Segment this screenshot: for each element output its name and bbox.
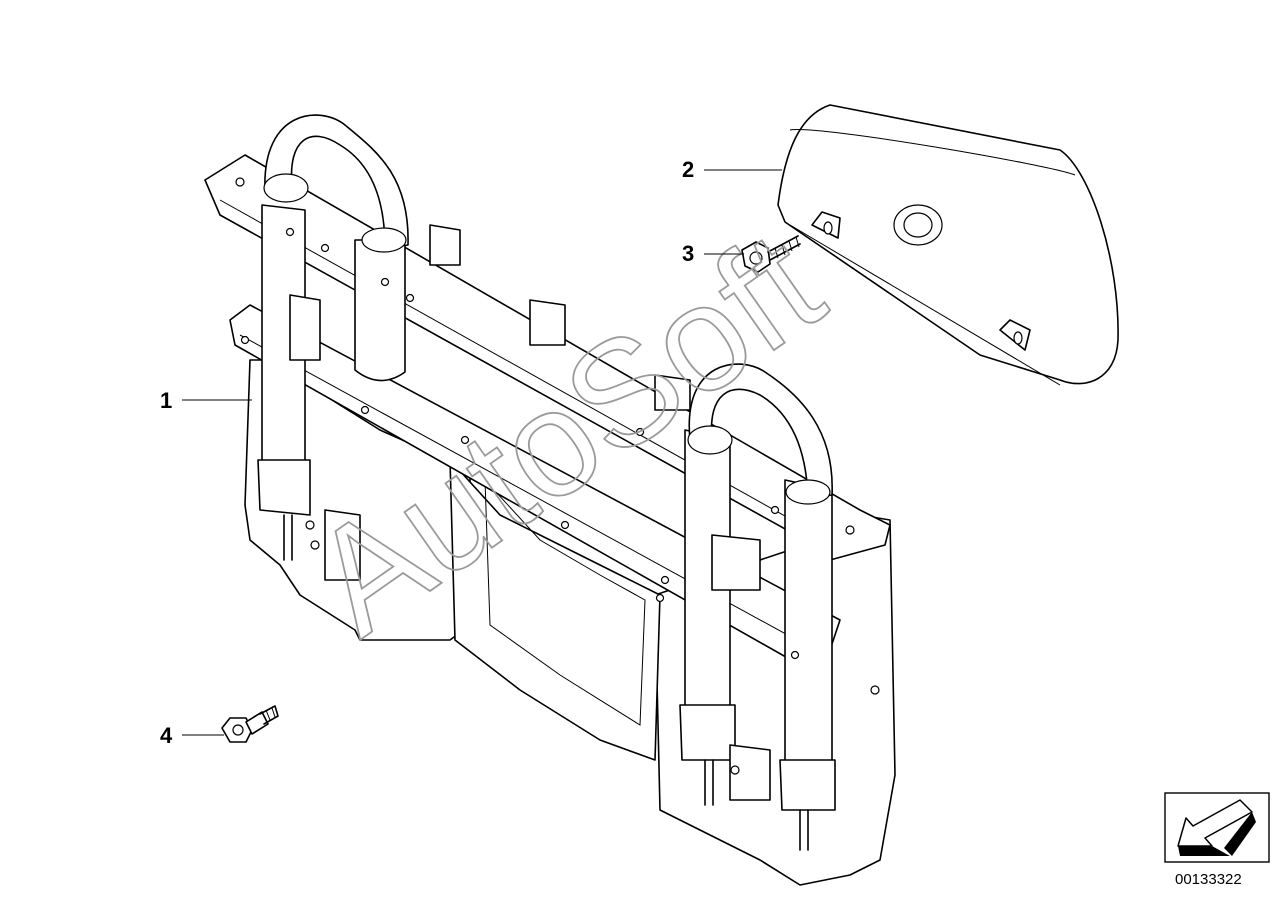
document-number: 00133322 [1175,871,1242,888]
callout-3: 3 [682,241,744,266]
callout-label-4: 4 [160,723,173,748]
headrest-cover [777,104,1119,386]
direction-arrow-icon [1164,792,1270,863]
screw-part-3 [741,235,801,273]
callout-label-3: 3 [682,241,694,266]
bolt-part-4 [221,705,279,743]
callout-2: 2 [682,157,782,182]
callout-label-1: 1 [160,388,172,413]
callout-4: 4 [160,723,224,748]
callout-label-2: 2 [682,157,694,182]
frame-assembly [204,114,896,886]
callout-1: 1 [160,388,252,413]
